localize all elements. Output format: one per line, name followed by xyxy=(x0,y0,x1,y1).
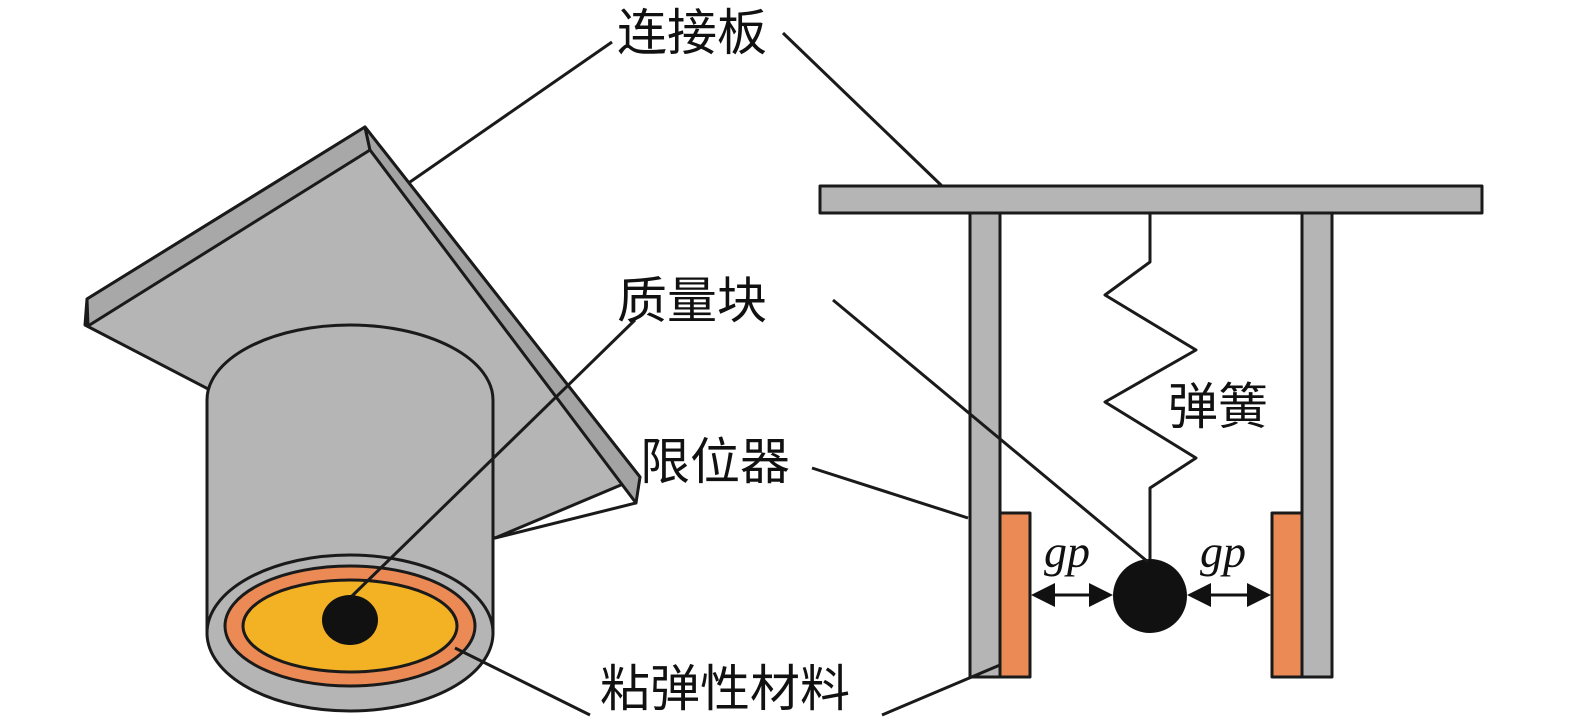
mass-block-section xyxy=(1113,559,1187,633)
label-connecting-plate: 连接板 xyxy=(617,4,767,62)
label-mass-block: 质量块 xyxy=(617,272,767,330)
leader-plate-left xyxy=(409,40,613,184)
leader-plate-right xyxy=(781,31,944,188)
leader-mass-left xyxy=(350,318,637,598)
left-stopper xyxy=(998,511,1032,679)
leader-visco-left xyxy=(454,646,591,717)
label-stopper: 限位器 xyxy=(640,433,790,491)
section-plate xyxy=(818,184,1484,215)
leader-stopper xyxy=(811,466,969,520)
right-wall xyxy=(1300,211,1334,679)
plate-edge-line xyxy=(494,501,637,540)
label-spring: 弹簧 xyxy=(1168,378,1268,436)
label-viscoelastic-material: 粘弹性材料 xyxy=(600,660,850,718)
leader-visco-right xyxy=(881,663,1001,717)
spring-coil xyxy=(1103,213,1198,562)
leader-mass-right xyxy=(832,298,1149,564)
label-gap-right: gp xyxy=(1200,526,1246,577)
mass-block-3d xyxy=(322,595,378,645)
damper-section-view xyxy=(818,184,1484,679)
label-gap-left: gp xyxy=(1044,526,1090,577)
leader-lines xyxy=(350,31,1149,717)
damper-3d-view xyxy=(83,125,642,713)
right-stopper xyxy=(1270,511,1304,679)
left-wall xyxy=(968,211,1002,679)
cylinder-body xyxy=(205,323,495,635)
